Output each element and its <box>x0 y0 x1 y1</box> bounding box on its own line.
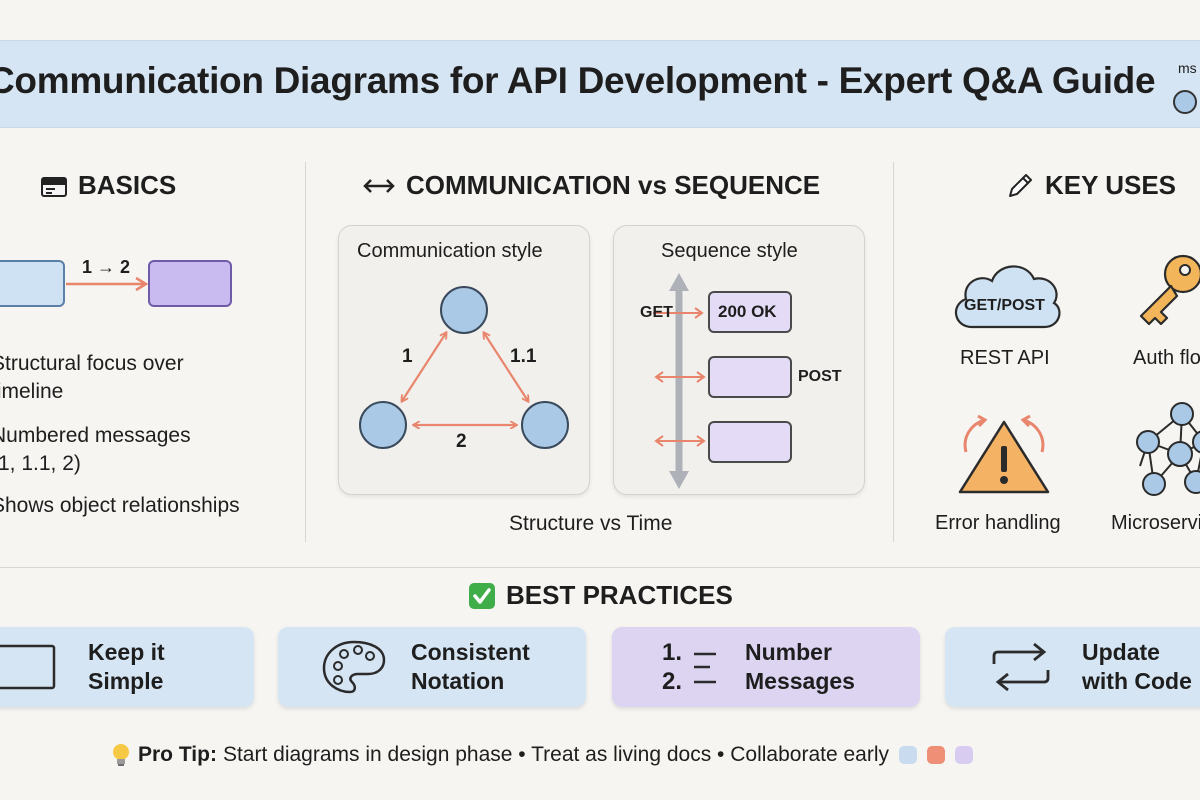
pencil-icon <box>1009 173 1032 197</box>
sequence-diagram <box>653 273 792 489</box>
comm-node-right <box>521 401 569 449</box>
double-arrow-icon <box>363 178 395 193</box>
corner-avatar <box>1173 90 1197 114</box>
practice-card-update-line2: with Code <box>1082 668 1192 694</box>
practice-card-number <box>612 627 920 707</box>
basics-bullet-1-line1: Structural focus over <box>0 352 184 375</box>
key-uses-heading: KEY USES <box>1005 170 1176 201</box>
comm-link-1 <box>402 333 446 401</box>
seq-ok-label: 200 OK <box>718 302 777 321</box>
practice-card-number-line2: Messages <box>745 668 855 694</box>
palette-icon <box>322 640 386 694</box>
seq-box-1 <box>708 291 792 333</box>
list-lines-icon <box>694 652 716 684</box>
key-use-microservices: Microservices <box>1111 512 1200 534</box>
sync-arrows-icon <box>992 642 1050 692</box>
basics-bullet-2-line2: (1, 1.1, 2) <box>0 452 81 475</box>
divider-left <box>305 162 306 542</box>
practice-card-update-line1: Update <box>1082 639 1160 665</box>
checkmark-icon <box>469 582 495 609</box>
compare-heading-label: COMMUNICATION vs SEQUENCE <box>406 170 821 200</box>
lightbulb-icon <box>113 744 129 766</box>
seq-get-label: GET <box>640 304 673 321</box>
page-title: Communication Diagrams for API Developme… <box>0 60 1156 101</box>
key-use-rest: REST API <box>960 347 1050 369</box>
key-icon <box>1139 254 1200 326</box>
basics-heading-label: BASICS <box>78 170 177 200</box>
best-practices-heading-label: BEST PRACTICES <box>506 580 733 610</box>
key-uses-heading-label: KEY USES <box>1045 170 1177 200</box>
comm-node-top <box>440 286 488 334</box>
practice-card-notation-label: Consistent Notation <box>411 638 530 696</box>
basics-bullet-1: Structural focus over timeline <box>0 350 184 406</box>
basics-bullet-3-line1: Shows object relationships <box>0 494 240 517</box>
cloud-icon <box>955 265 1061 329</box>
basics-bullet-2-line1: Numbered messages <box>0 424 191 447</box>
card-box-icon <box>41 176 67 197</box>
practice-card-notation-line1: Consistent <box>411 639 530 665</box>
swatch-blue <box>899 746 917 764</box>
communication-panel-title: Communication style <box>357 240 543 262</box>
practice-card-simple-line2: Simple <box>88 668 164 694</box>
comm-link-1-1 <box>484 333 528 401</box>
basics-arrow-label: 1 → 2 <box>82 257 131 277</box>
swatch-coral <box>927 746 945 764</box>
list-number-1: 1. <box>662 639 683 666</box>
basics-heading: BASICS <box>40 170 176 201</box>
swatch-purple <box>955 746 973 764</box>
basics-target-box <box>148 260 232 307</box>
basics-source-box <box>0 260 65 307</box>
corner-label: ms <box>1178 60 1197 76</box>
seq-box-2 <box>708 356 792 398</box>
seq-box-3 <box>708 421 792 463</box>
numbered-list-icon: 1. 2. <box>662 638 682 696</box>
comm-label-1: 1 <box>402 346 413 367</box>
compare-heading: COMMUNICATION vs SEQUENCE <box>362 170 820 201</box>
comm-node-left <box>359 401 407 449</box>
basics-bullet-1-line2: timeline <box>0 380 64 403</box>
seq-post-label: POST <box>798 368 842 385</box>
divider-right <box>893 162 894 542</box>
communication-diagram <box>359 286 569 449</box>
key-use-error: Error handling <box>935 512 1061 534</box>
basics-bullet-3: Shows object relationships <box>0 492 240 520</box>
practice-card-simple-line1: Keep it <box>88 639 165 665</box>
network-icon <box>1136 402 1200 496</box>
warning-icon <box>958 414 1050 494</box>
pro-tip: Pro Tip: Start diagrams in design phase … <box>110 742 973 768</box>
rectangle-icon <box>0 644 56 690</box>
comm-label-1-1: 1.1 <box>510 346 537 367</box>
compare-caption: Structure vs Time <box>509 512 673 535</box>
communication-panel <box>338 225 590 495</box>
practice-card-number-label: Number Messages <box>745 638 855 696</box>
pro-tip-text: Start diagrams in design phase • Treat a… <box>222 743 889 766</box>
practice-card-notation-line2: Notation <box>411 668 505 694</box>
cloud-label: GET/POST <box>964 297 1045 314</box>
sequence-panel-title: Sequence style <box>661 240 798 262</box>
pro-tip-label: Pro Tip: <box>138 743 217 766</box>
basics-message-arrow <box>66 276 149 292</box>
practice-card-update <box>945 627 1200 707</box>
comm-label-2: 2 <box>456 431 467 452</box>
title-bar <box>0 40 1200 128</box>
practice-card-number-line1: Number <box>745 639 832 665</box>
practice-card-simple-label: Keep it Simple <box>88 638 165 696</box>
practice-card-update-label: Update with Code <box>1082 638 1192 696</box>
divider-horizontal <box>0 567 1200 568</box>
best-practices-heading: BEST PRACTICES <box>468 580 733 611</box>
list-number-2: 2. <box>662 668 683 695</box>
basics-bullet-2: Numbered messages (1, 1.1, 2) <box>0 422 191 478</box>
key-use-auth: Auth flows <box>1133 347 1200 369</box>
